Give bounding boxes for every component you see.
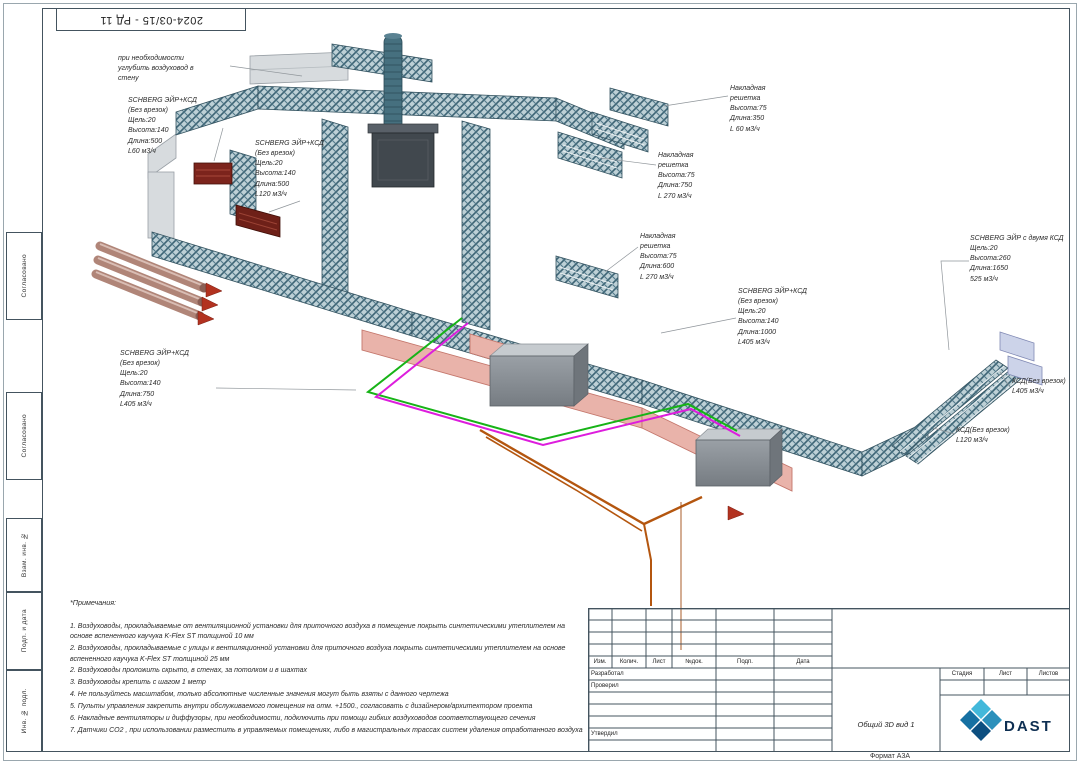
tb-col-list: Лист (652, 659, 666, 665)
tb-stage: Стадия (951, 671, 973, 677)
annotation-schberg-500-120: SCHBERG ЭЙР+КСД (Без врезок) Щель:20 Выс… (255, 140, 324, 198)
annotation-schberg-750: SCHBERG ЭЙР+КСД (Без врезок) Щель:20 Выс… (120, 350, 189, 408)
side-box-approved-2: Согласовано (6, 392, 42, 480)
tb-view-title: Общий 3D вид 1 (857, 720, 915, 729)
doc-number: 2024-03/15 - РД 11 (99, 13, 203, 26)
side-label-vzam-inv: Взам. инв. № (20, 532, 28, 578)
annotation-schberg-double: SCHBERG ЭЙР с двумя КСД Щель:20 Высота:2… (970, 235, 1064, 283)
dast-logo-text: DAST (1004, 718, 1053, 735)
side-box-vzam-inv: Взам. инв. № (6, 518, 42, 592)
round-ducts (91, 241, 209, 321)
tb-sheets: Листов (1038, 671, 1059, 677)
tb-col-ndok: №док. (685, 659, 703, 665)
dast-logo-diamonds (960, 699, 1002, 741)
side-label-approved-2: Согласовано (20, 414, 28, 458)
tb-col-izm: Изм. (593, 659, 607, 665)
notes-title: *Примечания: (70, 598, 117, 607)
note-item: 2. Воздуховоды, прокладываемые с улицы к… (70, 645, 566, 663)
annotation-schberg-1000: SCHBERG ЭЙР+КСД (Без врезок) Щель:20 Выс… (738, 288, 807, 346)
tb-role-checked: Проверил (591, 683, 619, 689)
annotation-grille-600: Накладная решетка Высота:75 Длина:600 L … (640, 233, 677, 281)
notes-block: *Примечания: 1. Воздуховоды, прокладывае… (70, 598, 584, 738)
refrigerant-pipes (365, 317, 741, 447)
note-item: 2. Воздуховоды проложить скрыто, в стена… (70, 667, 308, 675)
annotation-wall-note: при необходимости углубить воздуховод в … (118, 55, 194, 83)
annotation-grille-750: Накладная решетка Высота:75 Длина:750 L … (658, 152, 695, 200)
grille-slats (559, 122, 1021, 465)
leader-lines (213, 65, 1011, 435)
flex-duct-and-ahu (367, 33, 439, 188)
annotation-grille-350: Накладная решетка Высота:75 Длина:350 L … (730, 85, 767, 133)
note-item: 3. Воздуховоды крепить с шагом 1 метр (70, 679, 206, 687)
tb-col-podp: Подп. (737, 659, 753, 665)
tb-role-approved: Утвердил (591, 731, 618, 737)
side-label-approved-1: Согласовано (20, 254, 28, 298)
note-item: 6. Накладные вентиляторы и диффузоры, пр… (70, 714, 536, 722)
drain-pipes (479, 428, 703, 650)
tb-sheet: Лист (998, 671, 1013, 677)
annotation-ksd-120: КСД(Без врезок) L120 м3/ч (956, 427, 1010, 445)
side-box-podp-data: Подп. и дата (6, 592, 42, 670)
note-item: 1. Воздуховоды, прокладываемые от вентил… (70, 623, 566, 641)
notes-list: 1. Воздуховоды, прокладываемые от вентил… (70, 622, 584, 736)
title-block-grid (588, 608, 1070, 752)
format-label: Формат А3А (869, 753, 911, 760)
ksd-boxes (999, 331, 1043, 386)
note-item: 7. Датчики CO2 , при использовании разме… (70, 726, 583, 734)
tb-role-developed: Разработал (591, 671, 624, 677)
side-label-podp-data: Подп. и дата (20, 609, 28, 653)
tb-col-data: Дата (796, 659, 810, 665)
side-label-inv-podl: Инв. № подл. (20, 688, 28, 734)
red-cones (197, 282, 745, 521)
wall-grilles-red (193, 162, 281, 238)
tb-col-kolich: Колич. (619, 659, 639, 665)
note-item: 5. Пульты управления закрепить внутри об… (70, 703, 533, 711)
doc-number-box: 2024-03/15 - РД 11 (56, 8, 246, 31)
annotation-schberg-500-60: SCHBERG ЭЙР+КСД (Без врезок) Щель:20 Выс… (128, 97, 197, 155)
side-box-inv-podl: Инв. № подл. (6, 670, 42, 752)
note-item: 4. Не пользуйтесь масштабом, только абсо… (70, 691, 449, 699)
side-box-approved-1: Согласовано (6, 232, 42, 320)
annotation-ksd-405: КСД(Без врезок) L405 м3/ч (1012, 378, 1066, 396)
